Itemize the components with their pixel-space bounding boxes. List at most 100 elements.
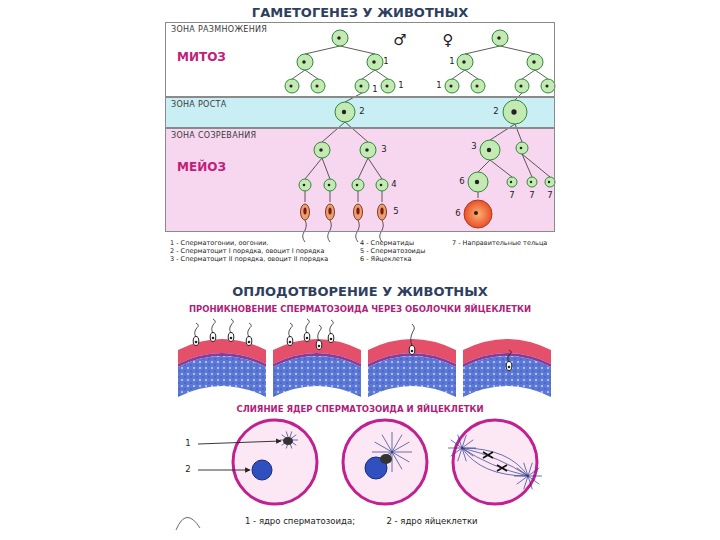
cell: [541, 79, 555, 93]
egg-cell: [343, 420, 427, 504]
cell: [516, 142, 528, 154]
egg-membrane: [178, 339, 266, 397]
callout-number: 7: [529, 191, 534, 200]
callout-number: 6: [459, 177, 464, 186]
leader-line: [198, 470, 250, 471]
callout-number: 4: [391, 180, 396, 189]
cell: [468, 172, 488, 192]
spermatozoon: [354, 204, 363, 242]
cell: [314, 142, 330, 158]
cell: [324, 179, 336, 191]
callout-number: 2: [359, 107, 364, 116]
subheading: СЛИЯНИЕ ЯДЕР СПЕРМАТОЗОИДА И ЯЙЦЕКЛЕТКИ: [236, 405, 483, 414]
division-line: [500, 46, 535, 54]
ovum: [464, 200, 492, 228]
spermatozoon: [287, 319, 334, 350]
division-line: [522, 70, 535, 79]
cell: [492, 30, 508, 46]
division-line: [522, 154, 550, 177]
legend-line: 3 - Сперматоцит II порядка, овоцит II по…: [170, 256, 328, 263]
egg-cell: [453, 420, 537, 504]
cell: [515, 79, 529, 93]
callout-number: 2: [185, 465, 190, 474]
cell: [299, 179, 311, 191]
cell: [332, 30, 348, 46]
cell: [352, 179, 364, 191]
zone-fill: [165, 128, 555, 232]
cells: [285, 30, 555, 242]
legend-line: 1 - Сперматогонии, оогонии.: [170, 240, 269, 247]
cell: [445, 79, 459, 93]
spermatozoon: [378, 204, 387, 242]
cell: [367, 54, 383, 70]
title: ГАМЕТОГЕНЕЗ У ЖИВОТНЫХ: [252, 5, 468, 20]
zone-name: ЗОНА РОСТА: [171, 100, 227, 109]
cell: [507, 177, 517, 187]
division-line: [490, 160, 512, 177]
callout-number: 1: [398, 81, 403, 90]
cell: [457, 54, 473, 70]
callout-number: 6: [455, 209, 460, 218]
zone-band: ЗОНА РАЗМНОЖЕНИЯ МИТОЗ: [165, 22, 555, 97]
division-line: [305, 46, 340, 54]
decor-arc: [176, 517, 200, 530]
division-line: [490, 124, 515, 140]
division-line: [305, 158, 322, 179]
callout-number: 2: [493, 107, 498, 116]
cell: [355, 79, 369, 93]
division-line: [452, 70, 465, 79]
zone-fills: [165, 22, 555, 232]
sex-symbol: ♂: [393, 32, 406, 49]
division-line: [515, 124, 522, 142]
callout-number: 1: [383, 57, 388, 66]
cell: [285, 79, 299, 93]
egg-membrane: [368, 339, 456, 397]
division-line: [340, 46, 375, 54]
division-line: [368, 158, 382, 179]
cell: [311, 79, 325, 93]
development-line: [478, 192, 479, 198]
development-line: [330, 191, 331, 202]
development-line: [382, 191, 383, 202]
cell: [480, 140, 500, 160]
caption-line: 2 - ядро яйцеклетки: [386, 517, 477, 526]
fusion-stage: [365, 432, 412, 479]
section-title: ОПЛОДОТВОРЕНИЕ У ЖИВОТНЫХ: [232, 285, 487, 299]
division-line: [375, 70, 388, 79]
zone-name: ЗОНА СОЗРЕВАНИЯ: [171, 131, 256, 140]
zone-name: ЗОНА РАЗМНОЖЕНИЯ: [171, 25, 267, 34]
division-type: МИТОЗ: [177, 50, 226, 64]
sex-symbol: ♀: [443, 32, 454, 49]
caption-line: 1 - ядро сперматозоида;: [245, 517, 355, 526]
callout-number: 1: [372, 85, 377, 94]
division-line: [478, 160, 490, 172]
development-line: [358, 191, 359, 202]
cell: [360, 142, 376, 158]
division-line: [465, 46, 500, 54]
division-line: [465, 70, 478, 79]
zone-fill: [165, 97, 555, 128]
division-line: [292, 70, 305, 79]
zone-band: ЗОНА СОЗРЕВАНИЯ МЕЙОЗ: [165, 128, 555, 232]
legend-line: 5 - Сперматозоиды: [360, 248, 425, 255]
division-type: МЕЙОЗ: [177, 160, 226, 174]
egg-membrane: [463, 339, 551, 397]
division-line: [322, 122, 345, 142]
legend-line: 7 - Направительные тельца: [452, 240, 547, 247]
cell: [527, 177, 537, 187]
legend-line: 4 - Сперматиды: [360, 240, 414, 247]
callout-number: 5: [393, 207, 398, 216]
spermatozoon: [326, 204, 335, 242]
cell: [503, 100, 527, 124]
division-line: [362, 70, 375, 79]
legend-line: 6 - Яйцеклетка: [360, 256, 412, 263]
callout-number: 1: [449, 57, 454, 66]
fusion-stage: [252, 431, 298, 480]
zone-fill: [165, 22, 555, 97]
callout-number: 3: [471, 142, 476, 151]
spindle: [448, 435, 542, 490]
cell: [527, 54, 543, 70]
development-line: [305, 191, 306, 202]
division-line: [305, 70, 318, 79]
